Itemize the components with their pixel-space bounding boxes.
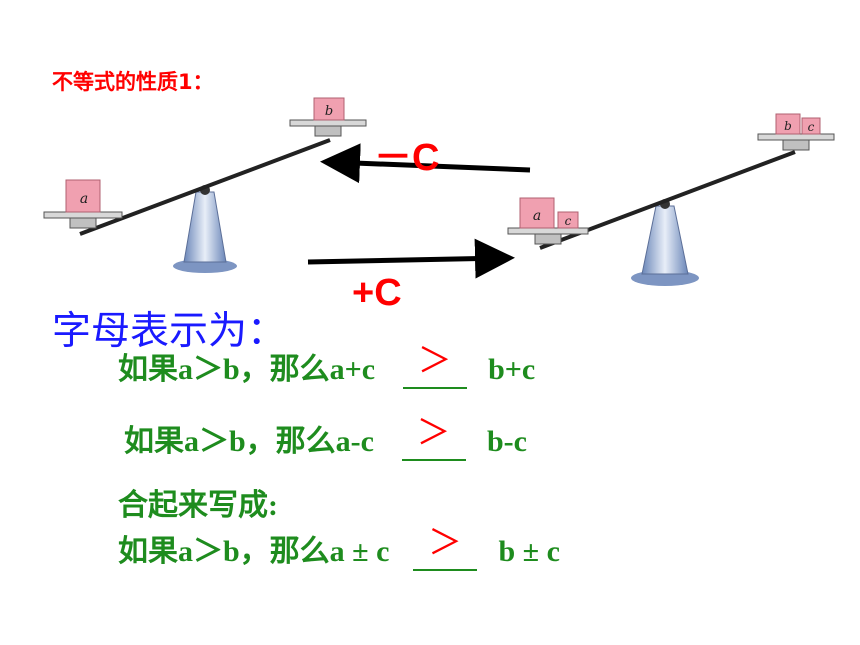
answer-blank-subtract: ＞ bbox=[401, 415, 466, 461]
page-title: 不等式的性质1： bbox=[52, 70, 214, 94]
statement-add-prefix: 如果a＞b，那么a+c bbox=[118, 353, 376, 386]
box-b bbox=[313, 97, 345, 121]
left-scale-stand bbox=[183, 191, 227, 263]
minus-c-arrow bbox=[320, 143, 531, 184]
box-a-right-label: a bbox=[533, 208, 541, 224]
box-c-right-low bbox=[557, 211, 579, 229]
statement-combined: 如果a＞b，那么a ± c ＞ b ± c bbox=[118, 525, 560, 571]
statement-subtract: 如果a＞b，那么a-c ＞ b-c bbox=[124, 415, 527, 461]
statement-combined-suffix: b ± c bbox=[498, 535, 560, 568]
statement-add: 如果a＞b，那么a+c ＞ b+c bbox=[118, 343, 536, 389]
combined-heading: 合起来写成: bbox=[118, 489, 278, 522]
box-b-right-label: b bbox=[784, 119, 792, 133]
left-low-pan bbox=[43, 211, 123, 219]
box-a-label: a bbox=[80, 191, 88, 207]
minus-c-label: －C bbox=[374, 137, 440, 179]
answer-blank-combined: ＞ bbox=[412, 525, 477, 571]
left-high-pan bbox=[289, 119, 367, 127]
box-c-right-low-label: c bbox=[565, 214, 572, 228]
right-high-pan bbox=[757, 133, 835, 141]
plus-c-arrow bbox=[307, 238, 515, 279]
answer-combined: ＞ bbox=[427, 525, 462, 562]
statement-subtract-prefix: 如果a＞b，那么a-c bbox=[124, 425, 374, 458]
right-scale-stand bbox=[641, 205, 689, 275]
statement-add-suffix: b+c bbox=[488, 353, 536, 386]
right-low-pan bbox=[507, 227, 589, 235]
answer-add: ＞ bbox=[417, 343, 452, 380]
box-c-right-high bbox=[801, 117, 821, 135]
box-b-right bbox=[775, 113, 801, 135]
statement-subtract-suffix: b-c bbox=[487, 425, 527, 458]
box-c-right-high-label: c bbox=[808, 120, 815, 134]
box-a bbox=[65, 179, 101, 213]
box-a-right bbox=[519, 197, 555, 229]
left-balance-scale: a b bbox=[43, 97, 367, 273]
answer-blank-add: ＞ bbox=[402, 343, 467, 389]
answer-subtract: ＞ bbox=[416, 415, 451, 452]
box-b-label: b bbox=[325, 104, 333, 119]
plus-c-label: +C bbox=[352, 272, 402, 314]
letters-heading: 字母表示为： bbox=[52, 309, 287, 354]
right-balance-scale: a c b c bbox=[507, 113, 835, 286]
statement-combined-prefix: 如果a＞b，那么a ± c bbox=[118, 535, 390, 568]
